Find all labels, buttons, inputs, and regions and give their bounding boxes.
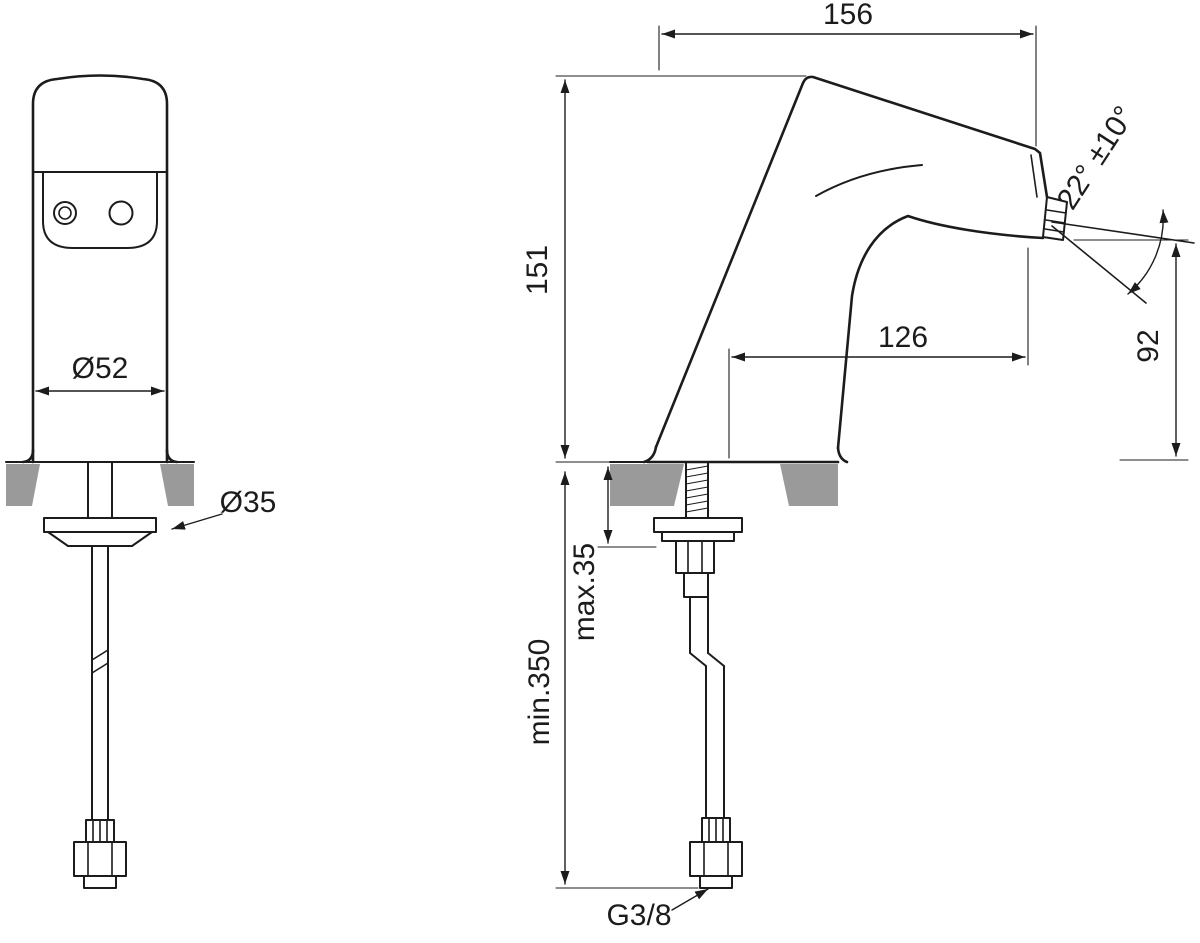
dim-label-shank-diameter: Ø35 bbox=[220, 486, 277, 519]
side-counter-cut-left bbox=[610, 464, 684, 506]
side-shank-threads bbox=[685, 465, 709, 513]
front-base-flare-left bbox=[21, 448, 35, 464]
front-hose-jog bbox=[91, 649, 109, 674]
front-fitting-collar-ribs bbox=[92, 819, 108, 843]
side-hose-jog bbox=[689, 652, 725, 667]
dim-label-outlet-height: 92 bbox=[1132, 329, 1165, 362]
side-fitting-collar-ribs bbox=[708, 817, 724, 843]
side-face-inner-line bbox=[1030, 154, 1038, 198]
front-fitting-nut bbox=[73, 841, 127, 877]
side-counter-cut-right bbox=[780, 464, 838, 506]
side-body-curve bbox=[815, 164, 923, 197]
side-view: 22° ±10° 156 151 126 92 bbox=[521, 0, 1195, 932]
front-sensor-window bbox=[108, 200, 134, 226]
side-fitting-tip bbox=[699, 875, 733, 889]
side-base-flare-left bbox=[642, 445, 658, 464]
side-base-flare-right bbox=[836, 446, 849, 464]
side-fixing-nut bbox=[675, 540, 715, 574]
side-underside-outline bbox=[836, 214, 1045, 450]
front-washer bbox=[43, 517, 157, 533]
dim-label-body-height: 151 bbox=[521, 245, 554, 295]
front-fitting-nut-facets bbox=[87, 841, 113, 877]
side-fitting-nut-facets bbox=[703, 841, 729, 877]
side-hose-upper bbox=[689, 596, 709, 654]
front-shank bbox=[87, 461, 113, 519]
side-hose-connector bbox=[683, 572, 709, 598]
side-fitting-nut bbox=[689, 841, 743, 877]
side-washer bbox=[653, 517, 743, 533]
angle-arc bbox=[1127, 209, 1169, 295]
front-base-flare-right bbox=[165, 448, 179, 464]
front-body-outline bbox=[31, 74, 169, 464]
front-button-inner bbox=[58, 206, 72, 220]
dim-label-max-deck: max.35 bbox=[568, 543, 601, 641]
side-hose-lower bbox=[705, 665, 725, 819]
dim-label-body-diameter: Ø52 bbox=[72, 352, 129, 385]
dim-label-spout-angle: 22° ±10° bbox=[1051, 100, 1142, 215]
front-fitting-tip bbox=[83, 875, 117, 889]
front-counter-cut-right bbox=[160, 464, 194, 506]
front-washer-wings bbox=[47, 531, 153, 547]
side-body-outline bbox=[654, 75, 1049, 449]
aerator-ridges bbox=[1044, 209, 1067, 233]
front-view: Ø52 Ø35 bbox=[5, 74, 277, 889]
dim-label-min-hose: min.350 bbox=[523, 639, 556, 746]
side-washer-lower bbox=[661, 531, 735, 542]
front-button-outer bbox=[53, 201, 77, 225]
front-sensor-panel bbox=[42, 171, 158, 249]
dim-label-overall-depth: 156 bbox=[823, 0, 873, 31]
leader-thread bbox=[671, 888, 709, 911]
side-fixing-nut-facets bbox=[687, 540, 703, 574]
front-counter-cut-left bbox=[6, 464, 40, 506]
aerator-outline bbox=[1042, 196, 1068, 241]
front-hose bbox=[91, 545, 109, 821]
leader-shank-diameter bbox=[171, 513, 223, 530]
dim-label-spout-reach: 126 bbox=[878, 321, 928, 354]
dim-label-thread: G3/8 bbox=[606, 899, 671, 932]
